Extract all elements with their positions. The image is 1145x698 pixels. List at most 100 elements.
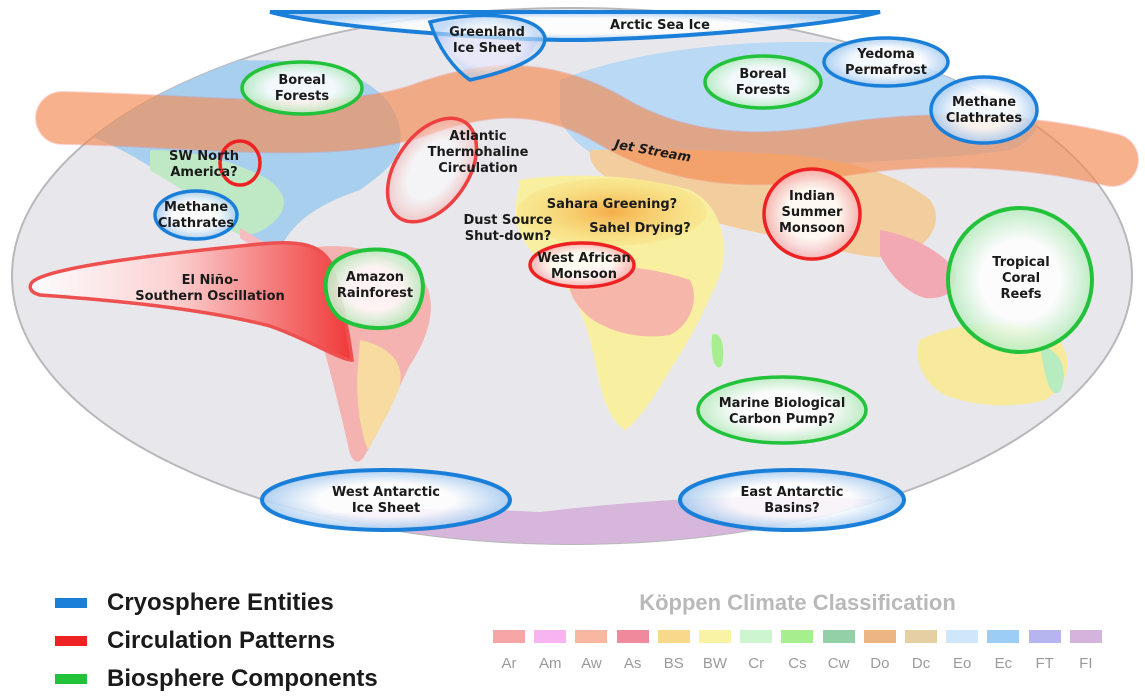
koppen-class-am: Am <box>531 630 569 672</box>
koppen-code: As <box>623 655 642 672</box>
boreal-forests-west-label-1: Boreal <box>278 73 325 88</box>
east-antarctic-basins-label-2: Basins? <box>764 501 819 516</box>
greenland-ice-sheet-outline <box>427 13 547 82</box>
legend-label-circulation: Circulation Patterns <box>107 627 336 654</box>
koppen-swatch <box>781 630 814 643</box>
sahel-drying-label: Sahel Drying? <box>589 221 690 236</box>
world-map: Jet Stream Arctic Sea Ice Greenland Ice … <box>11 7 1139 545</box>
boreal-forests-west-label-2: Forests <box>275 89 329 104</box>
legend-swatch-biosphere <box>55 674 87 684</box>
legend-swatch-cryosphere <box>55 598 87 608</box>
koppen-swatch <box>905 630 938 643</box>
legend-swatch-circulation <box>55 636 87 646</box>
west-antarctic-ice-sheet-label-1: West Antarctic <box>332 485 440 500</box>
koppen-code: BS <box>663 655 684 672</box>
marine-carbon-pump-outline <box>696 375 868 445</box>
landmass-australia-coast <box>1040 345 1064 394</box>
yedoma-permafrost-outline <box>822 36 950 88</box>
west-african-monsoon-outline <box>528 241 636 289</box>
sw-north-america-label-1: SW North <box>169 149 239 164</box>
dust-source-label-1: Dust Source <box>463 213 552 228</box>
koppen-class-do: Do <box>861 630 899 672</box>
arctic-sea-ice-label: Arctic Sea Ice <box>610 18 710 33</box>
landmass-south-america-dry <box>357 340 401 450</box>
koppen-swatch <box>657 630 690 643</box>
koppen-swatch <box>987 630 1020 643</box>
indian-summer-monsoon-label-2: Summer <box>782 205 844 220</box>
east-antarctic-basins-label-1: East Antarctic <box>741 485 844 500</box>
indian-summer-monsoon-label-3: Monsoon <box>779 221 845 236</box>
tropical-coral-reefs-label-1: Tropical <box>992 255 1049 270</box>
amazon-rainforest-outline <box>323 247 425 331</box>
koppen-class-eo: Eo <box>943 630 981 672</box>
west-african-monsoon-label-1: West African <box>537 251 631 266</box>
tropical-coral-reefs-label-2: Coral <box>1002 271 1040 286</box>
atlantic-thermohaline-outline <box>385 116 479 224</box>
koppen-swatch <box>946 630 979 643</box>
legend-item-biosphere: Biosphere Components <box>55 660 378 698</box>
tropical-coral-reefs-label-3: Reefs <box>1000 287 1041 302</box>
koppen-class-aw: Aw <box>572 630 610 672</box>
sahara-greening-label: Sahara Greening? <box>547 197 677 212</box>
koppen-swatch <box>1028 630 1061 643</box>
boreal-forests-east-outline <box>703 54 823 110</box>
east-antarctic-basins-outline <box>678 468 906 532</box>
category-legend: Cryosphere Entities Circulation Patterns… <box>55 584 378 698</box>
marine-carbon-pump-label-1: Marine Biological <box>719 396 846 411</box>
koppen-legend-title: Köppen Climate Classification <box>639 590 956 615</box>
boreal-forests-west-outline <box>240 60 364 116</box>
koppen-code: Am <box>538 655 562 672</box>
koppen-code: FI <box>1079 655 1093 672</box>
koppen-class-bw: BW <box>696 630 734 672</box>
koppen-code: BW <box>702 655 728 672</box>
landmass-madagascar <box>711 334 724 368</box>
koppen-code: Dc <box>911 655 931 672</box>
west-antarctic-ice-sheet-label-2: Ice Sheet <box>352 501 420 516</box>
enso-region <box>28 240 354 362</box>
sw-north-america-label-2: America? <box>170 165 237 180</box>
enso-label-1: El Niño- <box>182 273 239 288</box>
arctic-sea-ice-region <box>269 10 881 43</box>
koppen-class-cr: Cr <box>737 630 775 672</box>
legend-label-biosphere: Biosphere Components <box>107 665 378 692</box>
koppen-code: Cr <box>748 655 765 672</box>
methane-clathrates-east-outline <box>929 75 1039 145</box>
koppen-class-fi: FI <box>1067 630 1105 672</box>
legend-label-cryosphere: Cryosphere Entities <box>107 589 334 616</box>
methane-clathrates-west-label-2: Clathrates <box>158 216 234 231</box>
sw-north-america-outline <box>218 139 262 187</box>
koppen-swatch <box>616 630 649 643</box>
koppen-swatch <box>575 630 608 643</box>
methane-clathrates-east-label-2: Clathrates <box>946 111 1022 126</box>
koppen-swatch <box>740 630 773 643</box>
indian-summer-monsoon-outline <box>762 167 862 261</box>
greenland-ice-sheet-label-2: Ice Sheet <box>453 41 521 56</box>
landmass-new-zealand <box>1085 395 1097 430</box>
dust-source-label-2: Shut-down? <box>465 229 552 244</box>
koppen-swatch <box>534 630 567 643</box>
atlantic-thermohaline-label-1: Atlantic <box>449 129 506 144</box>
greenland-ice-sheet-label-1: Greenland <box>449 25 525 40</box>
amazon-rainforest-label-1: Amazon <box>346 270 404 285</box>
west-african-monsoon-label-2: Monsoon <box>551 267 617 282</box>
koppen-swatch <box>863 630 896 643</box>
koppen-class-ft: FT <box>1026 630 1064 672</box>
koppen-code: Ec <box>994 655 1013 672</box>
atlantic-thermohaline-label-2: Thermohaline <box>428 145 529 160</box>
legend-item-circulation: Circulation Patterns <box>55 622 378 660</box>
yedoma-permafrost-label-1: Yedoma <box>856 47 915 62</box>
sahara-sahel-zone <box>517 178 707 246</box>
yedoma-permafrost-label-2: Permafrost <box>845 63 927 78</box>
jet-stream-band <box>36 65 1138 186</box>
koppen-class-as: As <box>614 630 652 672</box>
koppen-swatch <box>699 630 732 643</box>
landmass-southeast-asia <box>880 230 956 299</box>
methane-clathrates-west-outline <box>153 189 239 241</box>
koppen-code: Do <box>870 655 890 672</box>
koppen-swatch <box>493 630 525 643</box>
koppen-swatch <box>822 630 855 643</box>
koppen-code: Aw <box>581 655 602 672</box>
methane-clathrates-west-label-1: Methane <box>164 200 228 215</box>
